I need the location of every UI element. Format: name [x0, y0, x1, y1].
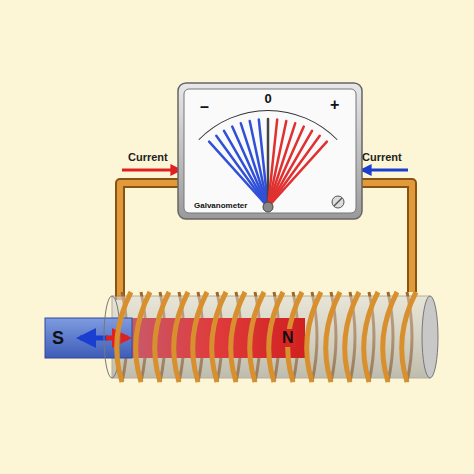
- needle: [268, 131, 312, 207]
- coil-winding: [364, 292, 378, 382]
- tube-end: [422, 296, 438, 378]
- galvanometer-case: [178, 83, 362, 219]
- current-arrow: [122, 169, 180, 172]
- needle: [209, 142, 268, 207]
- node-text: +: [330, 97, 339, 113]
- coil-winding: [402, 292, 416, 382]
- node-text: S: [52, 329, 64, 347]
- scale-arc: [198, 110, 337, 140]
- needle: [250, 121, 268, 207]
- bar-magnet: SN: [45, 318, 305, 358]
- coil-winding: [193, 292, 207, 382]
- coil-winding: [326, 292, 340, 382]
- adjust-screw: [332, 196, 344, 208]
- coil-winding: [155, 292, 169, 382]
- coil-winding: [307, 292, 321, 382]
- coil-winding: [136, 292, 150, 382]
- coil-winding: [383, 292, 397, 382]
- current-label: Current: [128, 152, 168, 163]
- needle: [259, 119, 268, 207]
- coil-winding: [250, 292, 264, 382]
- coil-winding: [212, 292, 226, 382]
- galvanometer: – 0 + Galvanometer: [178, 83, 362, 219]
- coil-front: [117, 292, 416, 382]
- node-text: 0: [264, 92, 271, 105]
- coil-winding: [345, 292, 359, 382]
- coil-winding: [231, 292, 245, 382]
- needle: [268, 142, 327, 207]
- node-text: N: [280, 329, 296, 347]
- current-arrow: [362, 169, 408, 172]
- galvanometer-face: [184, 89, 356, 213]
- needle: [268, 136, 320, 207]
- coil-winding: [117, 292, 131, 382]
- coil-winding: [174, 292, 188, 382]
- node-text: Galvanometer: [194, 202, 247, 210]
- pivot: [263, 202, 273, 212]
- node-text: –: [200, 99, 209, 115]
- needles: [198, 110, 337, 207]
- current-label: Current: [362, 152, 402, 163]
